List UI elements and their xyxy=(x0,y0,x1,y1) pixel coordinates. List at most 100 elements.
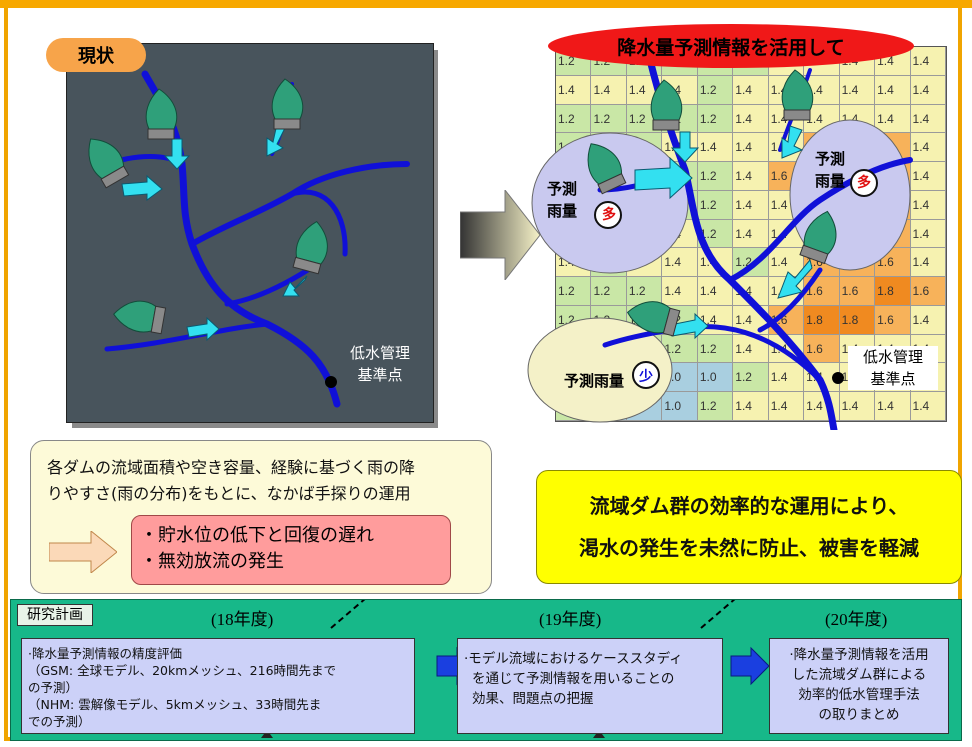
grid-cell: 1.4 xyxy=(910,305,946,335)
benefit-box: 流域ダム群の効率的な運用により、 渇水の発生を未然に防止、被害を軽減 xyxy=(536,470,962,584)
problem-box: 各ダムの流域面積や空き容量、経験に基づく雨の降 りやすさ(雨の分布)をもとに、な… xyxy=(30,440,492,594)
grid-cell: 1.4 xyxy=(768,248,805,278)
step-19-line-1: ·モデル流域におけるケーススタディ xyxy=(464,651,683,667)
step-20-line-1: ·降水量予測情報を活用 xyxy=(789,647,929,663)
step-19-line-2: を通じて予測情報を用いることの xyxy=(472,671,675,687)
step-20-line-4: の取りまとめ xyxy=(818,707,900,723)
grid-cell: 1.6 xyxy=(875,305,911,335)
grid-cell: 1.6 xyxy=(804,334,840,364)
issues-box: ・貯水位の低下と回復の遅れ ・無効放流の発生 xyxy=(131,515,451,585)
grid-cell: 1.2 xyxy=(662,334,698,364)
step-18-line-5: での予測） xyxy=(28,714,91,729)
forecast-tag: 降水量予測情報を活用して xyxy=(548,24,914,68)
grid-cell: 1.4 xyxy=(733,190,769,220)
grid-cell: 1.0 xyxy=(697,363,734,393)
grid-cell: 1.2 xyxy=(733,363,769,393)
grid-cell: 1.0 xyxy=(662,392,698,421)
grid-cell: 1.4 xyxy=(910,162,946,191)
transition-arrow-icon xyxy=(460,190,540,280)
year-19: (19年度) xyxy=(539,610,602,629)
problem-line-2: りやすさ(雨の分布)をもとに、なかば手探りの運用 xyxy=(47,484,411,503)
step-20-line-3: 効率的低水管理手法 xyxy=(798,687,920,703)
forecast-label-1: 予測 雨量 xyxy=(546,180,577,220)
grid-cell: 1.4 xyxy=(910,104,946,134)
grid-cell: 1.2 xyxy=(591,277,627,306)
step-20-line-2: した流域ダム群による xyxy=(791,667,927,683)
grid-cell: 1.2 xyxy=(697,75,734,105)
current-river-map xyxy=(88,70,410,408)
current-state-tag: 現状 xyxy=(46,38,146,72)
result-arrow-icon xyxy=(49,531,117,573)
grid-cell: 1.4 xyxy=(910,219,946,249)
grid-cell: 1.2 xyxy=(697,392,734,421)
plan-step-20: ·降水量予測情報を活用 した流域ダム群による 効率的低水管理手法 の取りまとめ xyxy=(769,638,949,734)
top-border xyxy=(0,0,972,8)
plan-title: 研究計画 xyxy=(17,604,93,626)
grid-cell: 1.4 xyxy=(733,392,769,421)
benefit-line-2: 渇水の発生を未然に防止、被害を軽減 xyxy=(579,536,919,560)
forecast-mark-1: 多 xyxy=(602,207,616,223)
research-plan: 研究計画 (18年度) (19年度) (20年度) ·降水量予測情報の精度評価 … xyxy=(10,599,962,741)
grid-cell: 1.4 xyxy=(875,392,911,421)
forecast-mark-3: 少 xyxy=(639,369,653,385)
forecast-mark-2: 多 xyxy=(857,175,871,191)
grid-cell: 1.4 xyxy=(556,75,592,105)
grid-cell: 1.2 xyxy=(556,104,592,134)
grid-cell: 1.4 xyxy=(875,75,911,105)
year-20: (20年度) xyxy=(825,610,888,629)
step-19-line-3: 効果、問題点の把握 xyxy=(472,691,594,707)
grid-cell: 1.4 xyxy=(768,392,805,421)
grid-cell: 1.4 xyxy=(733,162,769,191)
grid-cell: 1.4 xyxy=(910,392,946,421)
current-state-panel: 低水管理 基準点 xyxy=(66,43,434,423)
problem-line-1: 各ダムの流域面積や空き容量、経験に基づく雨の降 xyxy=(47,458,416,477)
grid-cell: 1.4 xyxy=(733,75,769,105)
grid-cell: 1.6 xyxy=(875,248,911,278)
step-18-line-4: （NHM: 雲解像モデル、5kmメッシュ、33時間先ま xyxy=(28,697,322,712)
grid-cell: 1.4 xyxy=(910,47,946,76)
grid-cell: 1.2 xyxy=(697,104,734,134)
grid-cell: 1.4 xyxy=(910,190,946,220)
step-18-line-1: ·降水量予測情報の精度評価 xyxy=(28,646,182,661)
grid-cell: 1.8 xyxy=(804,305,840,335)
issue-1: ・貯水位の低下と回復の遅れ xyxy=(140,525,374,546)
benefit-line-1: 流域ダム群の効率的な運用により、 xyxy=(589,494,909,518)
grid-cell: 1.4 xyxy=(733,219,769,249)
grid-cell: 1.4 xyxy=(875,104,911,134)
reference-point-label: 低水管理 基準点 xyxy=(349,344,410,384)
plan-step-18: ·降水量予測情報の精度評価 （GSM: 全球モデル、20kmメッシュ、216時間… xyxy=(21,638,415,734)
dam-icons xyxy=(88,78,328,335)
issue-2: ・無効放流の発生 xyxy=(140,551,284,572)
grid-cell: 1.4 xyxy=(733,104,769,134)
grid-cell: 1.4 xyxy=(697,133,734,163)
grid-cell: 1.4 xyxy=(910,75,946,105)
grid-cell: 1.4 xyxy=(662,277,698,306)
grid-cell: 1.2 xyxy=(591,104,627,134)
grid-cell: 1.8 xyxy=(875,277,911,306)
grid-cell: 1.2 xyxy=(626,277,663,306)
grid-cell: 1.4 xyxy=(662,248,698,278)
forecast-overlay xyxy=(527,56,913,430)
forecast-label-3: 予測雨量 xyxy=(563,372,624,390)
grid-cell: 1.2 xyxy=(697,334,734,364)
grid-cell: 1.4 xyxy=(910,248,946,278)
grid-cell: 1.2 xyxy=(697,190,734,220)
step-18-line-3: の予測） xyxy=(28,680,79,695)
grid-cell: 1.4 xyxy=(804,392,840,421)
grid-cell: 1.6 xyxy=(839,277,876,306)
grid-cell: 1.4 xyxy=(839,392,876,421)
grid-cell: 1.2 xyxy=(697,162,734,191)
grid-cell: 1.4 xyxy=(768,363,805,393)
grid-cell: 1.8 xyxy=(839,305,876,335)
grid-cell: 1.4 xyxy=(733,133,769,163)
grid-cell: 1.6 xyxy=(910,277,946,306)
grid-cell: 1.4 xyxy=(839,75,876,105)
grid-cell: 1.4 xyxy=(591,75,627,105)
plan-step-19: ·モデル流域におけるケーススタディ を通じて予測情報を用いることの 効果、問題点… xyxy=(457,638,723,734)
year-18: (18年度) xyxy=(211,610,274,629)
reference-point-label-after: 低水管理 基準点 xyxy=(848,346,938,390)
grid-cell: 1.4 xyxy=(733,334,769,364)
step-18-line-2: （GSM: 全球モデル、20kmメッシュ、216時間先まで xyxy=(28,663,337,678)
grid-cell: 1.2 xyxy=(556,277,592,306)
